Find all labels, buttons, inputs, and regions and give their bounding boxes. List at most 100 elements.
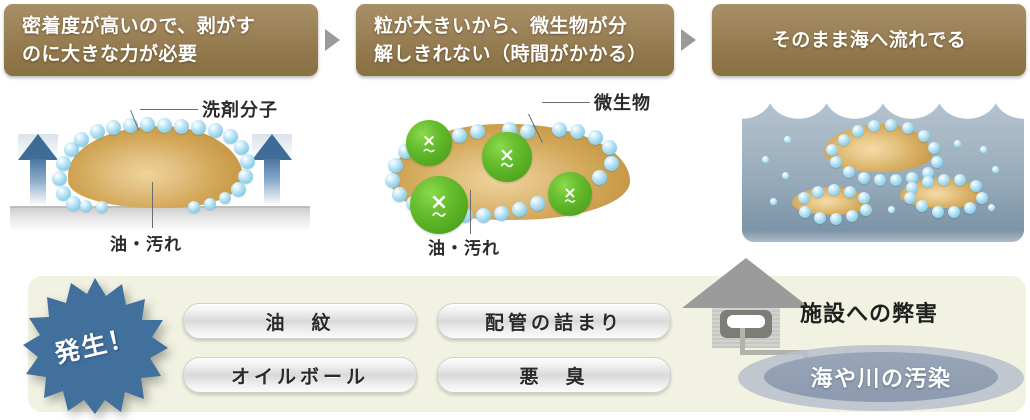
detergent-molecule: [494, 206, 509, 221]
consequence-pill-1-label: 油 紋: [265, 311, 335, 334]
detergent-molecule: [602, 140, 617, 155]
sea-water: [742, 94, 1024, 242]
detergent-molecule: [66, 196, 81, 211]
detergent-molecule: [188, 201, 200, 213]
water-speck: [770, 198, 777, 205]
label-detergent-molecule: 洗剤分子: [202, 100, 278, 121]
detergent-molecule: [922, 176, 934, 188]
detergent-molecule: [812, 186, 824, 198]
factory-house-icon: [682, 258, 810, 370]
water-speck: [888, 206, 895, 213]
consequence-pill-2[interactable]: オイルボール: [183, 357, 417, 393]
detergent-molecule: [476, 208, 491, 223]
detergent-molecule: [208, 123, 223, 138]
label-microbe: 微生物: [594, 93, 651, 114]
water-speck: [784, 136, 791, 143]
sea-oil-blob: [824, 124, 932, 172]
detergent-molecule: [838, 134, 850, 146]
drain-pipe-horizontal: [740, 350, 808, 355]
detergent-molecule: [918, 130, 930, 142]
detergent-molecule: [520, 124, 535, 139]
detergent-molecule: [604, 156, 619, 171]
detergent-molecule: [56, 156, 71, 171]
step-banner-3-text: そのまま海へ流れでる: [771, 29, 967, 51]
leader-line-top-h: [140, 109, 198, 110]
detergent-molecule: [904, 192, 916, 204]
microbe-mouth: 〜: [422, 143, 435, 158]
consequence-pill-4-label: 悪 臭: [519, 365, 589, 388]
water-speck: [992, 166, 999, 173]
detergent-molecule: [80, 200, 92, 212]
detergent-molecule: [830, 213, 842, 225]
detergent-molecule: [552, 122, 567, 137]
microbe-mouth: 〜: [500, 159, 514, 174]
detergent-molecule: [388, 158, 403, 173]
detergent-molecule: [828, 184, 840, 196]
water-speck: [782, 172, 789, 179]
detergent-molecule: [140, 117, 155, 132]
detergent-molecule: [231, 182, 246, 197]
detergent-molecule: [96, 201, 108, 213]
step-banner-1: 密着度が高いので、剥がす のに大きな力が必要: [4, 4, 318, 76]
illustration-panel-2: × 〜 × 〜 × 〜 × 〜 微生物 油・汚れ: [352, 82, 688, 259]
consequence-pill-3[interactable]: 配管の詰まり: [437, 303, 671, 339]
leader-line-top-h: [542, 102, 590, 103]
detergent-molecule: [570, 124, 585, 139]
detergent-molecule: [928, 142, 940, 154]
house-roof: [682, 258, 810, 308]
detergent-molecule: [588, 130, 603, 145]
detergent-molecule: [452, 128, 467, 143]
microbe-eyes: ×: [421, 131, 437, 152]
microbe-mouth: 〜: [564, 194, 576, 208]
detergent-molecule: [64, 142, 79, 157]
detergent-molecule: [860, 204, 872, 216]
step-banner-2-text: 粒が大きいから、微生物が分 解しきれない（時間がかかる）: [374, 15, 648, 65]
water-speck: [980, 146, 987, 153]
burst-badge: 発生！: [22, 274, 168, 414]
detergent-molecule: [174, 119, 189, 134]
illustration-panel-1: 洗剤分子 油・汚れ: [0, 82, 330, 255]
arrow-up-icon-left: [18, 134, 58, 206]
leader-line-bottom: [470, 190, 471, 234]
water-speck: [954, 140, 961, 147]
detergent-molecule: [976, 192, 988, 204]
step-banner-1-text: 密着度が高いので、剥がす のに大きな力が必要: [22, 15, 256, 65]
detergent-molecule: [885, 119, 897, 131]
detergent-molecule: [814, 212, 826, 224]
detergent-molecule: [74, 132, 89, 147]
microbe-circle: × 〜: [406, 120, 452, 166]
surface-floor: [10, 206, 310, 230]
detergent-molecule: [798, 192, 810, 204]
detergent-molecule: [932, 206, 944, 218]
detergent-molecule: [512, 202, 527, 217]
pollution-badge: 海や川の汚染: [764, 352, 998, 402]
house-unit-window: [727, 315, 765, 328]
detergent-molecule: [858, 192, 870, 204]
pollution-label: 海や川の汚染: [810, 367, 952, 392]
detergent-molecule: [392, 187, 407, 202]
detergent-molecule: [799, 206, 811, 218]
detergent-molecule: [874, 174, 886, 186]
consequence-pill-4[interactable]: 悪 臭: [437, 357, 671, 393]
detergent-molecule: [385, 173, 400, 188]
detergent-molecule: [219, 192, 231, 204]
water-speck: [762, 156, 769, 163]
detergent-molecule: [916, 200, 928, 212]
consequence-pill-1[interactable]: 油 紋: [183, 303, 417, 339]
burst-label: 発生！: [52, 322, 139, 369]
detergent-molecule: [530, 196, 545, 211]
detergent-molecule: [902, 122, 914, 134]
detergent-molecule: [52, 171, 67, 186]
detergent-molecule: [204, 198, 216, 210]
detergent-molecule: [858, 172, 870, 184]
microbe-eyes: ×: [499, 144, 515, 166]
leader-line-bottom: [152, 182, 153, 228]
triangle-right-icon-1: [325, 29, 340, 51]
detergent-molecule: [106, 120, 121, 135]
microbe-circle: × 〜: [410, 176, 468, 234]
label-oil-dirt-2: 油・汚れ: [428, 239, 500, 259]
detergent-molecule: [238, 169, 253, 184]
detergent-molecule: [470, 124, 485, 139]
microbe-eyes: ×: [429, 189, 449, 215]
